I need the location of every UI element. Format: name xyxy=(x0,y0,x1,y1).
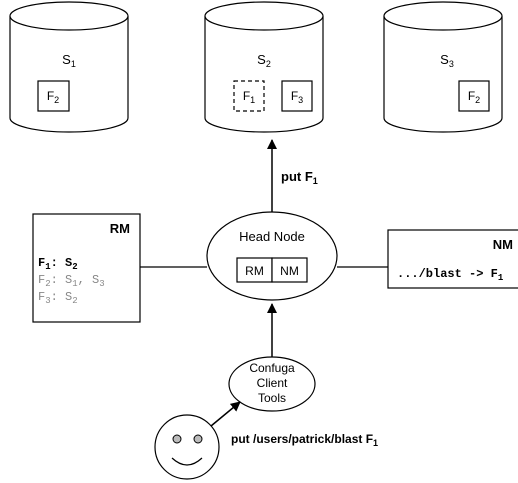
server-label: S1 xyxy=(62,52,76,69)
user-smiley-icon xyxy=(154,414,220,480)
file-box-f3 xyxy=(281,80,313,112)
head-node-nm-label: NM xyxy=(280,264,299,278)
client-line-3: Tools xyxy=(258,391,286,405)
server-label: S3 xyxy=(440,52,454,69)
file-label: F3 xyxy=(291,89,303,105)
head-node-title: Head Node xyxy=(239,229,305,244)
rm-panel-title: RM xyxy=(110,221,130,236)
storage-server-s3: S3 F2 xyxy=(383,1,503,133)
confuga-client-tools: Confuga Client Tools xyxy=(228,356,316,412)
nm-mapping: .../blast -> F1 xyxy=(397,267,504,283)
rm-panel: RM F1: S2 F2: S1, S3 F3: S2 xyxy=(32,213,141,323)
storage-server-s2: S2 F1 F3 xyxy=(204,1,324,133)
put-arrow-label: put F1 xyxy=(281,169,318,186)
rm-entry-f2: F2: S1, S3 xyxy=(38,273,105,289)
head-node-nm-box xyxy=(271,257,308,283)
file-label: F2 xyxy=(47,89,59,105)
nm-panel-title: NM xyxy=(493,237,513,252)
nm-panel: NM .../blast -> F1 xyxy=(387,229,518,289)
file-label: F1 xyxy=(243,89,255,105)
rm-entry-f3: F3: S2 xyxy=(38,290,78,306)
head-node: Head Node RM NM xyxy=(206,211,338,301)
file-box-f2 xyxy=(37,80,70,112)
server-label: S2 xyxy=(257,52,271,69)
head-node-rm-box xyxy=(236,257,273,283)
head-node-rm-label: RM xyxy=(245,264,264,278)
storage-server-s1: S1 F2 xyxy=(9,1,129,133)
rm-entry-f1: F1: S2 xyxy=(38,256,78,272)
client-line-1: Confuga xyxy=(249,361,295,375)
file-box-f2 xyxy=(458,80,490,112)
client-line-2: Client xyxy=(257,376,288,390)
file-box-f1-pending xyxy=(233,80,265,112)
user-command: put /users/patrick/blast F1 xyxy=(231,432,378,448)
user-to-client-arrow xyxy=(210,401,241,427)
file-label: F2 xyxy=(468,89,480,105)
